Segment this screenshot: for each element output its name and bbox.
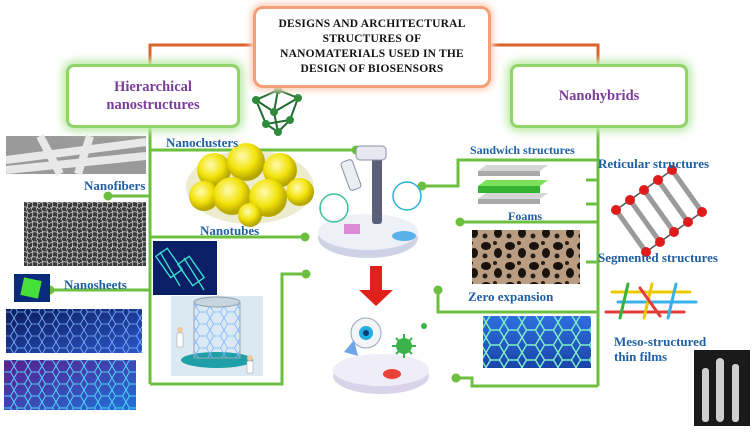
nanoclusters-label: Nanoclusters	[166, 135, 239, 150]
reticular-structures-label: Reticular structures	[598, 156, 710, 171]
nanohybrids-box: Nanohybrids	[510, 64, 688, 128]
segmented-structures-label: Segmented structures	[598, 250, 718, 265]
sandwich-structures-label: Sandwich structures	[470, 143, 575, 157]
nanofiber-mesh-image	[24, 202, 146, 266]
meso-film-illustration	[483, 316, 591, 368]
sandwich-structure-illustration	[478, 165, 548, 204]
reticular-structure-illustration	[611, 165, 707, 257]
title-connectors	[148, 43, 600, 64]
diagram-title: DESIGNS AND ARCHITECTURAL STRUCTURES OF …	[278, 18, 466, 75]
nanosheet-graphene-image	[6, 309, 142, 353]
nanofiber-sem-image	[5, 134, 147, 176]
nanofibers-label: Nanofibers	[84, 178, 146, 193]
meso-sem-image	[694, 350, 750, 426]
nanosheets-label: Nanosheets	[64, 277, 127, 292]
nanoclusters-illustration	[186, 143, 314, 227]
left-connector-tree	[50, 125, 356, 386]
foams-label: Foams	[508, 209, 542, 223]
nanotubes-image	[153, 241, 217, 295]
nanotube-cylinder-illustration	[171, 296, 263, 376]
foam-sem-image	[472, 230, 580, 284]
meso-structured-thin-films-label: Meso-structured thin films	[614, 334, 707, 364]
red-down-arrow	[359, 266, 393, 306]
hierarchical-nanostructures-box: Hierarchical nanostructures	[66, 64, 240, 128]
hierarchical-nanostructures-label: Hierarchical nanostructures	[106, 79, 200, 113]
right-connector-tree	[422, 125, 600, 388]
nanosheet-green-cube	[14, 274, 50, 302]
cluster-crystal-icon	[252, 86, 302, 136]
nanosheet-wavy-image	[4, 360, 136, 410]
microscope-illustration	[318, 145, 422, 258]
nanohybrids-label: Nanohybrids	[558, 88, 640, 104]
title-box: DESIGNS AND ARCHITECTURAL STRUCTURES OF …	[253, 6, 491, 88]
zero-expansion-label: Zero expansion	[468, 289, 554, 304]
biosensor-robot-illustration	[333, 317, 429, 394]
segmented-structure-illustration	[604, 282, 698, 320]
nanotubes-label: Nanotubes	[200, 223, 260, 238]
